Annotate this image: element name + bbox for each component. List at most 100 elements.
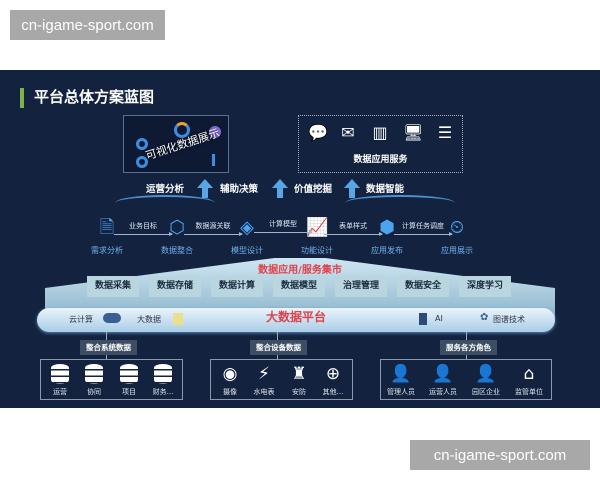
water-electric-icon: ⚡ bbox=[258, 364, 270, 384]
device-data-group: ◉ 摄像 ⚡ 水电表 ♜ 安防 ⊕ 其他... bbox=[210, 359, 353, 400]
step-publish: ⬢ 应用发布 bbox=[357, 217, 417, 256]
camera-icon: ◉ bbox=[222, 364, 238, 384]
market-label: 数据应用/服务集市 bbox=[258, 265, 342, 276]
device-item: ⊕ 其他... bbox=[318, 364, 348, 397]
item-label: 项目 bbox=[122, 388, 136, 396]
up-arrow-icon bbox=[272, 179, 288, 188]
enterprise-icon: 👤 bbox=[475, 364, 497, 384]
capability-box: 数据计算 bbox=[211, 276, 263, 297]
goal-label: 数据智能 bbox=[366, 184, 405, 195]
title-accent-bar bbox=[20, 88, 24, 108]
flow-arrow: 表单样式 bbox=[324, 221, 383, 236]
step-label: 功能设计 bbox=[301, 246, 333, 255]
monitor-clock-icon: ⏲ bbox=[449, 217, 465, 238]
database-item: 运营 bbox=[45, 364, 75, 397]
flow-arrow: 业务目标 bbox=[114, 221, 173, 236]
connector-curve-left bbox=[115, 195, 215, 211]
item-label: 水电表 bbox=[253, 388, 275, 396]
database-item: 财务... bbox=[148, 364, 178, 397]
item-label: 其他... bbox=[322, 388, 344, 396]
database-item: 协同 bbox=[79, 364, 109, 397]
item-label: 财务... bbox=[152, 388, 174, 396]
device-item: ◉ 摄像 bbox=[215, 364, 245, 397]
item-label: 监管单位 bbox=[515, 388, 543, 396]
robot-icon bbox=[419, 313, 427, 325]
capability-box: 数据安全 bbox=[397, 276, 449, 297]
step-label: 模型设计 bbox=[231, 246, 263, 255]
flow-label: 业务目标 bbox=[129, 222, 157, 230]
blueprint-slide: 平台总体方案蓝图 可视化数据展示 💬 ✉ ▥ 🖥 ☰ 数据应用服务 运营分析 辅… bbox=[0, 70, 600, 408]
flow-label: 计算任务调度 bbox=[402, 222, 444, 230]
flow-arrow: 计算模型 bbox=[254, 219, 313, 234]
watermark-bottom: cn-igame-sport.com bbox=[410, 440, 590, 470]
item-label: 摄像 bbox=[223, 388, 237, 396]
group-tag: 整合设备数据 bbox=[250, 340, 307, 355]
dashboard-thumbnail: 可视化数据展示 bbox=[123, 115, 229, 173]
device-item: ⚡ 水电表 bbox=[249, 364, 279, 397]
hydrant-icon: ♜ bbox=[291, 364, 307, 384]
bar-chart-icon: ▥ bbox=[372, 123, 388, 142]
operator-icon: 👤 bbox=[432, 364, 454, 384]
platform-tech-label: 云计算 bbox=[69, 315, 93, 324]
group-tag: 整合系统数据 bbox=[80, 340, 137, 355]
watermark-top: cn-igame-sport.com bbox=[10, 10, 165, 40]
platform-title: 大数据平台 bbox=[265, 310, 326, 324]
step-integration: ⬡ 数据整合 bbox=[147, 217, 207, 256]
goal-label: 价值挖掘 bbox=[294, 184, 333, 195]
hexagon-chart-icon: ⬡ bbox=[169, 217, 185, 238]
chat-icon: 💬 bbox=[308, 123, 328, 142]
item-label: 安防 bbox=[292, 388, 306, 396]
step-label: 需求分析 bbox=[91, 246, 123, 255]
step-label: 应用展示 bbox=[441, 246, 473, 255]
capability-box: 深度学习 bbox=[459, 276, 511, 297]
roles-group: 👤管理人员 👤运营人员 👤园区企业 ⌂监管单位 bbox=[380, 359, 552, 400]
device-item: ♜ 安防 bbox=[284, 364, 314, 397]
up-arrow-stem bbox=[349, 188, 355, 198]
flow-arrow: 数据源关联 bbox=[184, 221, 243, 236]
regulator-icon: ⌂ bbox=[523, 364, 535, 384]
flow-label: 数据源关联 bbox=[195, 222, 231, 230]
cloud-icon bbox=[103, 313, 121, 323]
database-icon bbox=[85, 364, 103, 384]
database-item: 项目 bbox=[114, 364, 144, 397]
capability-box: 数据采集 bbox=[87, 276, 139, 297]
group-tag: 服务各方角色 bbox=[440, 340, 497, 355]
up-arrow-icon bbox=[344, 179, 360, 188]
capability-box: 数据模型 bbox=[273, 276, 325, 297]
connector-curve-right bbox=[345, 195, 455, 211]
network-globe-icon: ⊕ bbox=[325, 364, 341, 384]
item-label: 协同 bbox=[87, 388, 101, 396]
step-label: 数据整合 bbox=[161, 246, 193, 255]
knowledge-graph-icon: ✿ bbox=[480, 312, 489, 323]
item-label: 管理人员 bbox=[387, 388, 415, 396]
platform-tech-label: 图谱技术 bbox=[493, 315, 525, 324]
database-icon bbox=[51, 364, 69, 384]
step-display: ⏲ 应用展示 bbox=[427, 217, 487, 256]
role-item: ⌂ 监管单位 bbox=[514, 364, 544, 397]
up-arrow-stem bbox=[277, 188, 283, 198]
notepad-icon: ☰ bbox=[437, 123, 453, 142]
mail-icon: ✉ bbox=[341, 123, 355, 142]
flow-label: 表单样式 bbox=[339, 222, 367, 230]
data-services-label: 数据应用服务 bbox=[353, 155, 408, 165]
manager-icon: 👤 bbox=[390, 364, 412, 384]
page-title: 平台总体方案蓝图 bbox=[34, 88, 155, 106]
cube-icon: ⬢ bbox=[379, 217, 395, 238]
step-label: 应用发布 bbox=[371, 246, 403, 255]
goal-label: 辅助决策 bbox=[220, 184, 259, 195]
cubes-icon: ◈ bbox=[240, 217, 254, 238]
step-model: ◈ 模型设计 bbox=[217, 217, 277, 256]
system-data-group: 运营 协同 项目 财务... bbox=[40, 359, 183, 400]
step-requirements: 🗎需求分析 bbox=[77, 217, 137, 256]
big-data-platform-bar: 云计算 大数据 大数据平台 AI ✿ 图谱技术 bbox=[37, 308, 555, 332]
goal-label: 运营分析 bbox=[146, 184, 185, 195]
platform-tech-label: AI bbox=[435, 314, 443, 323]
capability-box: 治理管理 bbox=[335, 276, 387, 297]
up-arrow-icon bbox=[197, 179, 213, 188]
item-label: 运营 bbox=[53, 388, 67, 396]
capability-box: 数据存储 bbox=[149, 276, 201, 297]
platform-tech-label: 大数据 bbox=[137, 315, 161, 324]
item-label: 运营人员 bbox=[429, 388, 457, 396]
database-icon bbox=[154, 364, 172, 384]
monitor-chart-icon: 🖥 bbox=[403, 123, 424, 142]
